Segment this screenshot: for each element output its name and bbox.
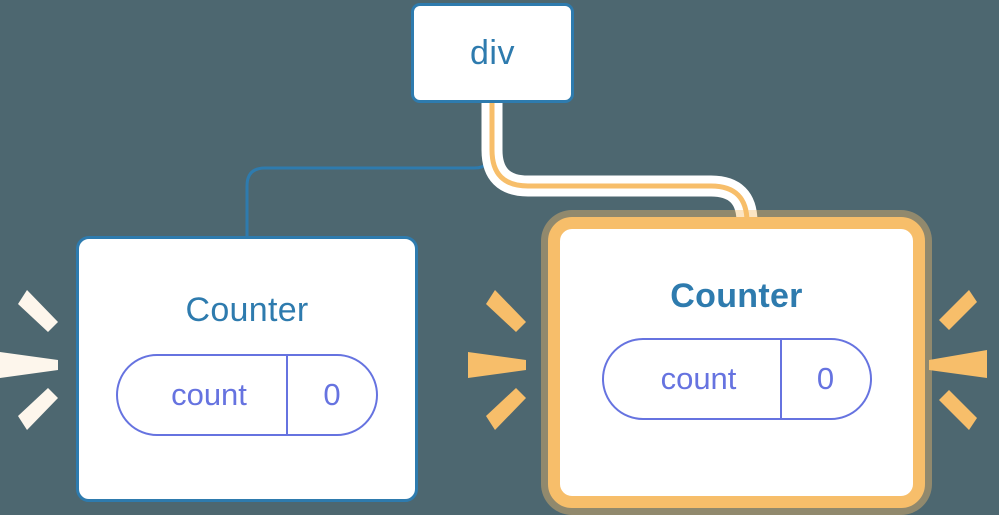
node-counter-left[interactable]: Counter count 0 xyxy=(76,236,418,502)
burst-ray xyxy=(486,290,526,332)
burst-left-of-counter-left xyxy=(0,290,58,430)
node-div[interactable]: div xyxy=(411,3,574,103)
state-pill-counter-right: count 0 xyxy=(601,338,872,420)
state-key: count xyxy=(171,377,247,412)
burst-ray xyxy=(0,352,58,378)
burst-ray xyxy=(486,388,526,430)
burst-ray xyxy=(18,388,58,430)
burst-ray xyxy=(468,352,526,378)
node-counter-right[interactable]: Counter count 0 xyxy=(548,217,925,508)
state-key: count xyxy=(660,361,737,396)
node-counter-left-title: Counter xyxy=(185,291,309,329)
node-counter-right-title: Counter xyxy=(670,277,803,315)
burst-right-of-counter-left xyxy=(468,290,526,430)
burst-ray xyxy=(18,290,58,332)
state-pill-counter-left: count 0 xyxy=(116,354,378,436)
burst-ray xyxy=(929,350,987,378)
edge-root-to-counter-left xyxy=(245,103,494,238)
burst-ray xyxy=(939,290,977,330)
node-div-label: div xyxy=(470,33,515,72)
burst-ray xyxy=(939,390,977,430)
burst-right-of-counter-right xyxy=(929,290,987,430)
state-value: 0 xyxy=(286,356,376,434)
state-value: 0 xyxy=(779,340,870,418)
